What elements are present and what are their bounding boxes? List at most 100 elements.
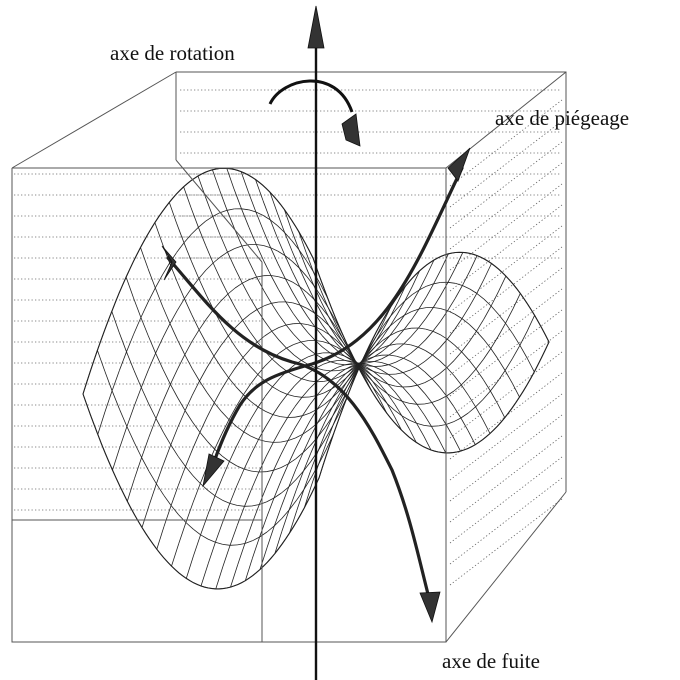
mesh-line bbox=[345, 363, 353, 366]
mesh-line bbox=[220, 251, 228, 258]
mesh-line bbox=[244, 523, 253, 544]
mesh-line bbox=[259, 501, 267, 505]
escape-axis-label: axe de fuite bbox=[442, 649, 540, 673]
mesh-line bbox=[300, 323, 309, 333]
mesh-line bbox=[374, 361, 382, 363]
mesh-line bbox=[396, 329, 405, 339]
mesh-line bbox=[269, 219, 278, 239]
mesh-line bbox=[279, 394, 288, 405]
mesh-line bbox=[294, 415, 303, 418]
mesh-line bbox=[126, 406, 135, 427]
mesh-line bbox=[271, 330, 280, 341]
mesh-line bbox=[432, 330, 441, 335]
mesh-line bbox=[410, 344, 419, 348]
mesh-line bbox=[498, 275, 507, 292]
mesh-line bbox=[250, 406, 259, 420]
mesh-line bbox=[454, 313, 463, 319]
mesh-line bbox=[388, 374, 396, 381]
mesh-line bbox=[184, 395, 193, 411]
mesh-line bbox=[306, 284, 315, 300]
mesh-line bbox=[452, 437, 461, 452]
dotted-line bbox=[449, 120, 563, 208]
mesh-line bbox=[230, 564, 239, 588]
mesh-line bbox=[335, 330, 344, 344]
mesh-line bbox=[229, 461, 238, 467]
mesh-line bbox=[330, 361, 338, 365]
mesh-line bbox=[419, 285, 427, 291]
dotted-line bbox=[449, 267, 563, 355]
mesh-line bbox=[140, 247, 149, 269]
mesh-line bbox=[402, 369, 411, 373]
mesh-line bbox=[382, 344, 390, 349]
mesh-line bbox=[237, 543, 245, 546]
mesh-line bbox=[219, 190, 228, 211]
dotted-line bbox=[449, 330, 563, 418]
mesh-line bbox=[389, 343, 397, 346]
mesh-line bbox=[170, 426, 179, 446]
mesh-line bbox=[221, 461, 230, 479]
mesh-line bbox=[242, 348, 251, 358]
mesh-line bbox=[255, 244, 264, 261]
mesh-line bbox=[277, 250, 286, 256]
mesh-line bbox=[389, 319, 398, 327]
mesh-line bbox=[162, 384, 171, 401]
mesh-line bbox=[221, 377, 229, 390]
mesh-line bbox=[397, 300, 406, 315]
mesh-line bbox=[262, 200, 271, 221]
mesh-line bbox=[367, 356, 375, 360]
mesh-line bbox=[191, 261, 200, 279]
mesh-line bbox=[365, 370, 374, 377]
mesh-line bbox=[382, 316, 391, 327]
mesh-line bbox=[190, 227, 199, 235]
mesh-line bbox=[125, 276, 134, 299]
mesh-line bbox=[252, 536, 260, 559]
mesh-line bbox=[468, 359, 477, 370]
mesh-line bbox=[300, 323, 308, 325]
mesh-line bbox=[321, 318, 330, 326]
mesh-line bbox=[409, 384, 418, 388]
mesh-line bbox=[372, 381, 381, 389]
mesh-line bbox=[111, 390, 120, 410]
mesh-line bbox=[431, 399, 440, 403]
mesh-line bbox=[307, 332, 316, 341]
mesh-line bbox=[342, 338, 351, 353]
mesh-line bbox=[337, 364, 346, 368]
mesh-line bbox=[190, 207, 199, 228]
mesh-line bbox=[365, 373, 374, 382]
cube-front-edges bbox=[11, 71, 567, 643]
mesh-line bbox=[291, 250, 300, 269]
mesh-line bbox=[185, 448, 194, 467]
mesh-line bbox=[140, 317, 149, 337]
trapping-axis-curve bbox=[238, 147, 471, 407]
mesh-line bbox=[409, 411, 417, 424]
mesh-line bbox=[439, 310, 448, 322]
mesh-line bbox=[242, 357, 251, 367]
mesh-line bbox=[325, 425, 334, 445]
mesh-line bbox=[284, 232, 293, 241]
mesh-line bbox=[298, 249, 307, 269]
mesh-line bbox=[374, 354, 382, 357]
mesh-line bbox=[291, 230, 300, 250]
mesh-line bbox=[402, 372, 411, 379]
mesh-line bbox=[397, 286, 406, 303]
mesh-line bbox=[256, 275, 264, 278]
mesh-line bbox=[176, 242, 185, 253]
mesh-line bbox=[497, 403, 506, 418]
mesh-line bbox=[380, 380, 389, 385]
mesh-line bbox=[395, 379, 403, 388]
mesh-line bbox=[280, 416, 288, 418]
mesh-line bbox=[460, 417, 469, 431]
mesh-line bbox=[147, 287, 156, 303]
mesh-line bbox=[250, 401, 259, 408]
mesh-line bbox=[266, 497, 275, 518]
mesh-line bbox=[455, 282, 463, 286]
mesh-line bbox=[162, 262, 170, 276]
mesh-line bbox=[367, 351, 376, 357]
mesh-line bbox=[296, 489, 305, 511]
mesh-line bbox=[344, 360, 353, 363]
mesh-line bbox=[278, 314, 287, 326]
mesh-line bbox=[236, 506, 245, 526]
mesh-line bbox=[249, 331, 258, 343]
mesh-line bbox=[281, 509, 290, 519]
mesh-line bbox=[454, 318, 463, 330]
